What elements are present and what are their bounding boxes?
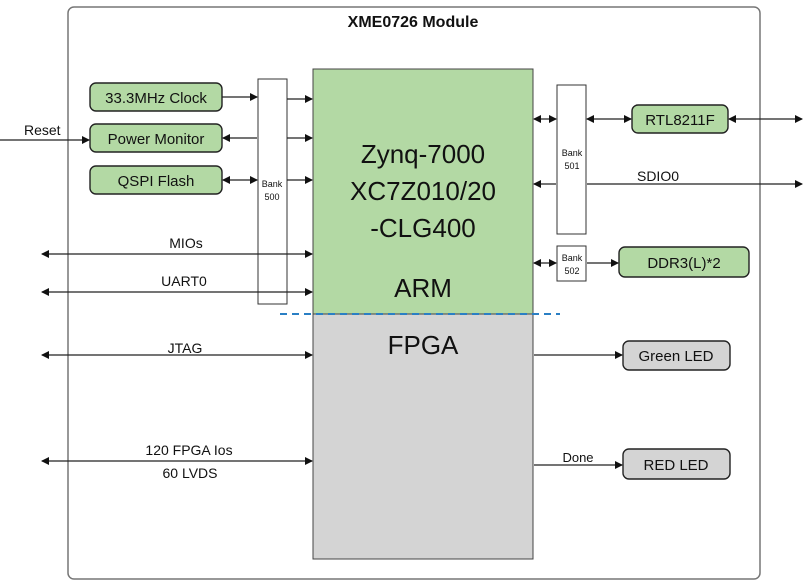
reset-label: Reset: [24, 122, 61, 138]
zynq-name: Zynq-7000: [361, 139, 485, 169]
qspi-flash-label: QSPI Flash: [118, 173, 195, 190]
done-label: Done: [562, 450, 593, 465]
zynq-arm-region: [312, 68, 534, 315]
bank-500: [257, 78, 288, 305]
red-led-label: RED LED: [643, 457, 708, 474]
fpga-ios-label: 120 FPGA Ios: [145, 442, 232, 458]
red-led-block: [622, 448, 731, 480]
power-monitor-label: Power Monitor: [108, 131, 205, 148]
fpga-label: FPGA: [388, 330, 459, 360]
jtag-label: JTAG: [168, 340, 203, 356]
bank-502-label-1: Bank: [562, 253, 583, 263]
uart0-label: UART0: [161, 273, 207, 289]
zynq-fpga-region: [312, 313, 534, 560]
ddr3-label: DDR3(L)*2: [647, 255, 720, 272]
bank-501: [556, 84, 587, 235]
bank-502: [556, 245, 587, 282]
bank-500-label-2: 500: [264, 192, 279, 202]
green-led-block: [622, 340, 731, 371]
bank-500-label-1: Bank: [262, 179, 283, 189]
bank-501-label-2: 501: [564, 161, 579, 171]
bank-502-label-2: 502: [564, 266, 579, 276]
module-title: XME0726 Module: [348, 14, 479, 31]
arm-label: ARM: [394, 273, 452, 303]
clock-label: 33.3MHz Clock: [105, 90, 207, 107]
sdio0-label: SDIO0: [637, 168, 679, 184]
zynq-part-number: XC7Z010/20: [350, 176, 496, 206]
bank-501-label-1: Bank: [562, 148, 583, 158]
zynq-package: -CLG400: [370, 213, 476, 243]
lvds-label: 60 LVDS: [163, 465, 218, 481]
ddr3-block: [618, 246, 750, 278]
mios-label: MIOs: [169, 235, 202, 251]
rtl8211f-label: RTL8211F: [645, 112, 715, 129]
green-led-label: Green LED: [638, 348, 713, 365]
